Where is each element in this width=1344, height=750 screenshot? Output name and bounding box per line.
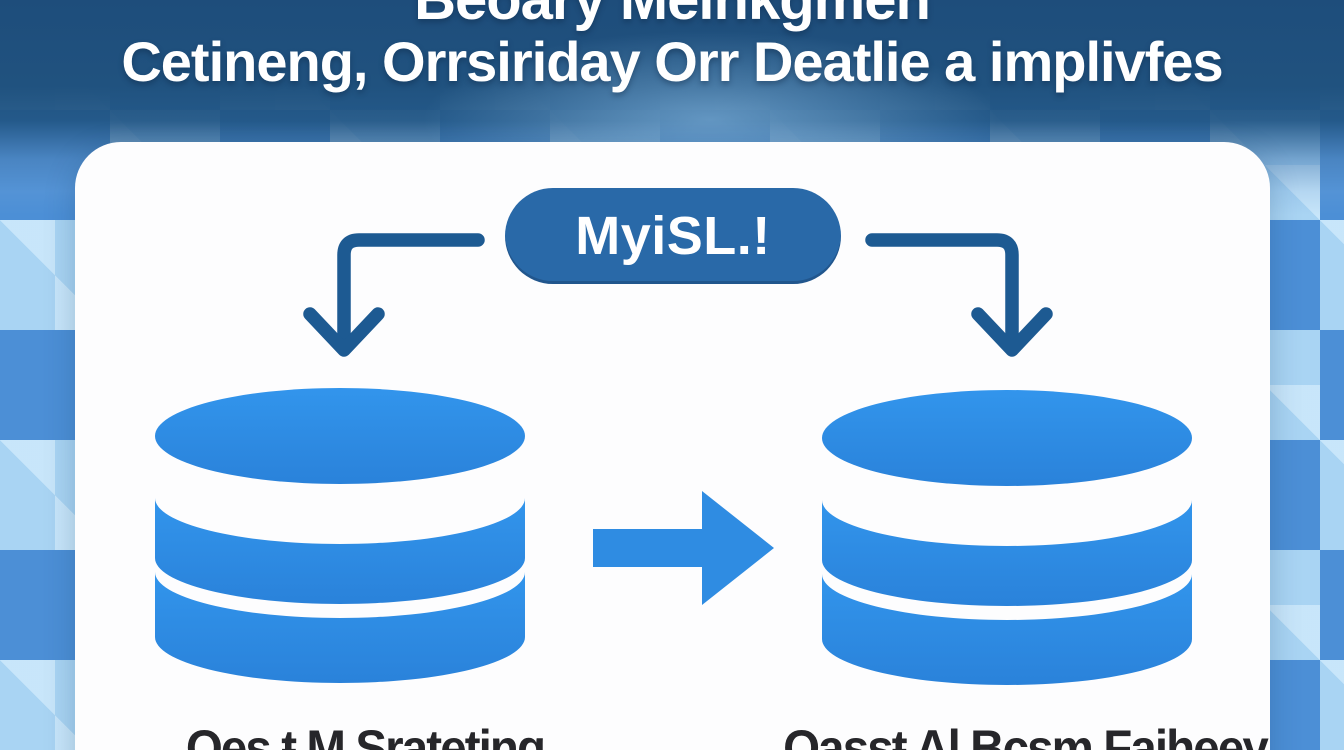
title-line-1: Beoary Meinkgmen [0,0,1344,30]
right-elbow-arrow-icon [865,233,1053,357]
title-line-2: Cetineng, Orrsiriday Orr Deatlie a impli… [121,30,1223,93]
right-database-caption: Qassŧ Al Bcsm Faiheey [783,720,1269,750]
mysql-pill-badge: MyiSL.! [505,188,841,284]
left-database-caption: Qes ŧ M Srateting [185,720,546,750]
left-elbow-arrow-icon [303,233,485,357]
right-arrow-icon [593,491,774,605]
diagram-card: MyiSL.! Qes ŧ M Srateting Qassŧ Al Bcsm … [75,142,1270,750]
title-block: Beoary Meinkgmen Cetineng, Orrsiriday Or… [0,0,1344,94]
database-icon-left [155,388,525,683]
database-icon-right [822,390,1192,685]
mysql-pill-label: MyiSL.! [575,206,771,266]
